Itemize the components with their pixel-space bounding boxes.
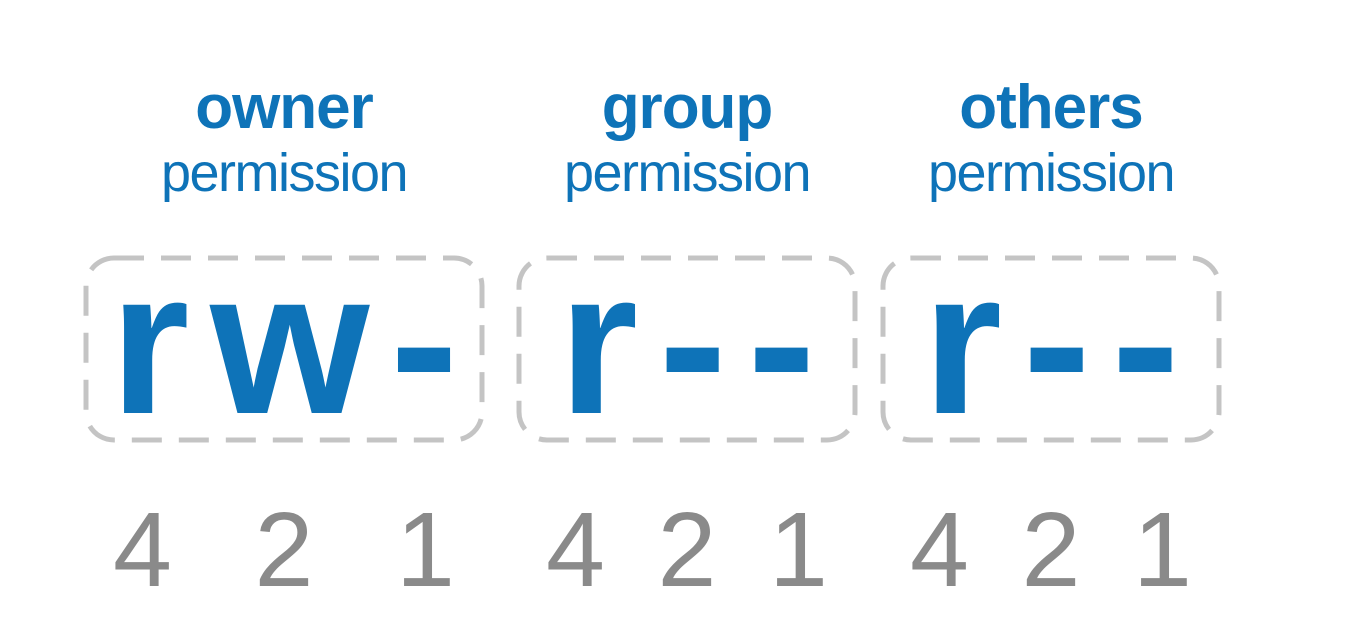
dashed-border [516,255,858,443]
bit-value-execute: 1 [1133,491,1192,609]
bit-values-row-group: 4 2 1 [516,497,858,603]
dashed-border [880,255,1222,443]
permission-string-group: r-- [558,227,837,457]
group-name-others: others [959,73,1143,142]
dashed-border [83,255,485,443]
bit-value-write: 2 [254,491,314,609]
bit-value-execute: 1 [769,491,828,609]
permission-box-others: r-- [880,240,1222,445]
bit-value-read: 4 [910,491,969,609]
group-name-group: group [601,73,774,142]
permission-group-owner: owner permission rw- 4 2 1 [83,0,485,642]
permission-box-owner: rw- [83,240,485,445]
permission-group-others: others permission r-- 4 2 1 [880,0,1222,642]
permission-group-group: group permission r-- 4 2 1 [516,0,858,642]
bit-values-row-owner: 4 2 1 [83,497,485,603]
bit-value-write: 2 [657,491,717,609]
permission-string-owner: rw- [109,227,479,457]
bit-value-read: 4 [546,491,605,609]
group-sublabel-owner: permission [160,143,409,203]
bit-value-write: 2 [1021,491,1081,609]
permission-string-others: r-- [922,227,1201,457]
group-sublabel-others: permission [927,143,1176,203]
bit-value-read: 4 [113,491,172,609]
bit-value-execute: 1 [396,491,455,609]
bit-values-row-others: 4 2 1 [880,497,1222,603]
group-sublabel-group: permission [563,143,812,203]
group-name-owner: owner [195,73,374,142]
permission-box-group: r-- [516,240,858,445]
